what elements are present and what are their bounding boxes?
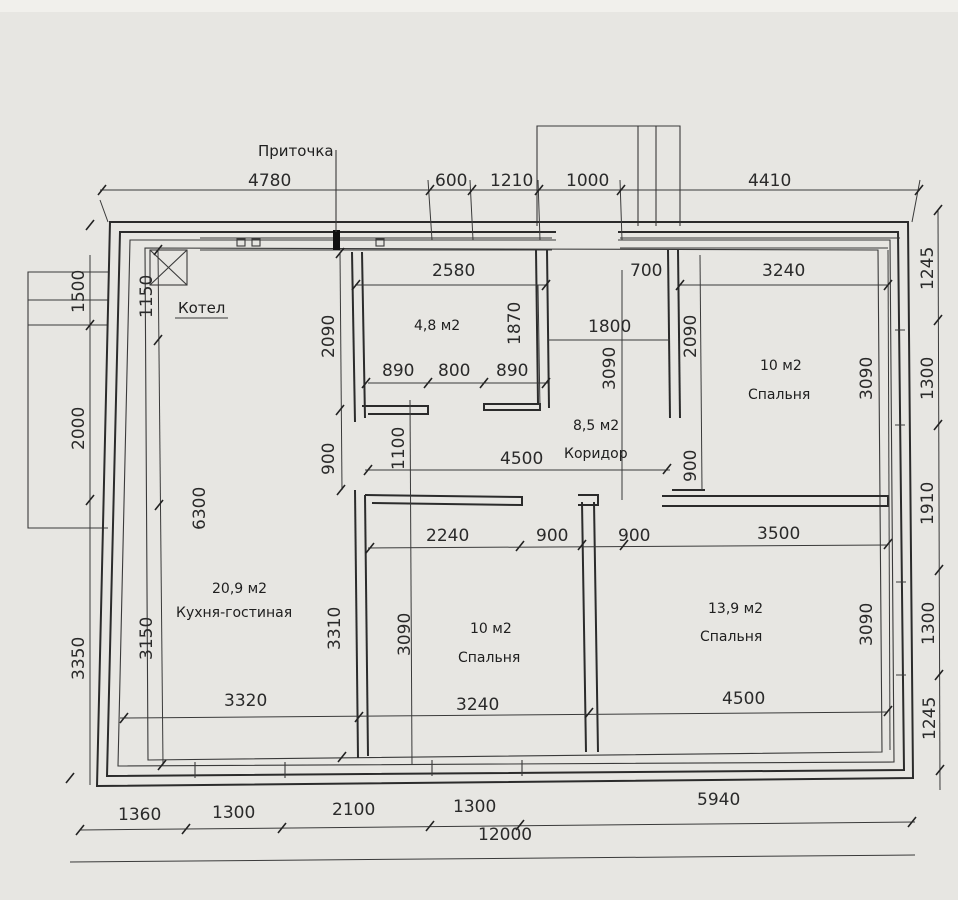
dim-v-1870: 1870 xyxy=(505,302,525,345)
dim-bath-890b: 890 xyxy=(496,361,528,381)
dim-v-2090a: 2090 xyxy=(319,315,339,358)
dim-corr-700: 700 xyxy=(630,261,662,281)
dim-door-900a: 900 xyxy=(536,526,568,546)
dim-door-900b: 900 xyxy=(618,526,650,546)
dim-left-3150: 3150 xyxy=(137,617,157,660)
dim-out-1360: 1360 xyxy=(118,805,161,825)
dimension-ticks xyxy=(65,184,945,836)
dim-top-600: 600 xyxy=(435,171,467,191)
interior-walls xyxy=(200,230,900,759)
paper-edge xyxy=(0,0,958,12)
dim-v-3090d: 3090 xyxy=(857,603,877,646)
dim-v-3310: 3310 xyxy=(325,607,345,650)
dim-top-4410: 4410 xyxy=(748,171,791,191)
bedroom-sc-name: Спальня xyxy=(458,650,520,666)
dim-left-3350: 3350 xyxy=(69,637,89,680)
boiler-symbol xyxy=(149,249,228,319)
dim-bot-3320: 3320 xyxy=(224,691,267,711)
corridor-area: 8,5 м2 xyxy=(573,418,619,434)
horizontal-dimensions: 4780 600 1210 1000 4410 2580 3240 700 18… xyxy=(118,171,805,845)
dimension-lines xyxy=(69,179,941,863)
corridor-name: Коридор xyxy=(564,446,628,462)
dim-out-1300a: 1300 xyxy=(212,803,255,823)
dim-top-1000: 1000 xyxy=(566,171,609,191)
dim-bed-se-3500: 3500 xyxy=(757,524,800,544)
dim-bot-3240: 3240 xyxy=(456,695,499,715)
dim-v-900a: 900 xyxy=(319,443,339,475)
bath-area: 4,8 м2 xyxy=(414,318,460,334)
dim-bath-800: 800 xyxy=(438,361,470,381)
bedroom-se-name: Спальня xyxy=(700,629,762,645)
left-porch xyxy=(27,271,108,529)
dim-right-1300a: 1300 xyxy=(918,357,938,400)
dim-v-3090b: 3090 xyxy=(857,357,877,400)
dim-corr-4500: 4500 xyxy=(500,449,543,469)
dim-left-2000: 2000 xyxy=(69,407,89,450)
dim-right-1245b: 1245 xyxy=(920,697,940,740)
dim-v-3090a: 3090 xyxy=(600,347,620,390)
dim-v-3090c: 3090 xyxy=(395,613,415,656)
dim-top-1210: 1210 xyxy=(490,171,533,191)
bedroom-ne-name: Спальня xyxy=(748,387,810,403)
kitchen-name: Кухня-гостиная xyxy=(176,605,292,621)
dim-bed-ne-3240: 3240 xyxy=(762,261,805,281)
dim-bath-2580: 2580 xyxy=(432,261,475,281)
dim-out-1300b: 1300 xyxy=(453,797,496,817)
dim-right-1300b: 1300 xyxy=(919,602,939,645)
dim-right-1245a: 1245 xyxy=(918,247,938,290)
vertical-dimensions: 1500 1150 2000 6300 3150 3350 2090 900 3… xyxy=(69,247,940,740)
kitchen-area: 20,9 м2 xyxy=(212,581,267,597)
dim-v-900b: 900 xyxy=(681,450,701,482)
bedroom-sc-area: 10 м2 xyxy=(470,621,512,637)
outer-walls xyxy=(95,221,915,788)
dim-out-2100: 2100 xyxy=(332,800,375,820)
dim-left-6300: 6300 xyxy=(190,487,210,530)
bedroom-se-area: 13,9 м2 xyxy=(708,601,763,617)
dim-v-1100: 1100 xyxy=(389,427,409,470)
ventilation-block xyxy=(536,125,681,226)
dim-left-1150: 1150 xyxy=(137,275,157,318)
dim-left-1500: 1500 xyxy=(69,270,89,313)
supply-vent-label: Приточка xyxy=(258,142,334,160)
dim-out-12000: 12000 xyxy=(478,825,532,845)
bedroom-ne-area: 10 м2 xyxy=(760,358,802,374)
dim-bath-890a: 890 xyxy=(382,361,414,381)
dim-corr-1800: 1800 xyxy=(588,317,631,337)
dim-v-2090b: 2090 xyxy=(681,315,701,358)
dim-bed-sc-2240: 2240 xyxy=(426,526,469,546)
dim-right-1910: 1910 xyxy=(918,482,938,525)
boiler-label: Котел xyxy=(178,299,225,317)
dim-top-4780: 4780 xyxy=(248,171,291,191)
dim-bot-4500: 4500 xyxy=(722,689,765,709)
dim-out-5940: 5940 xyxy=(697,790,740,810)
